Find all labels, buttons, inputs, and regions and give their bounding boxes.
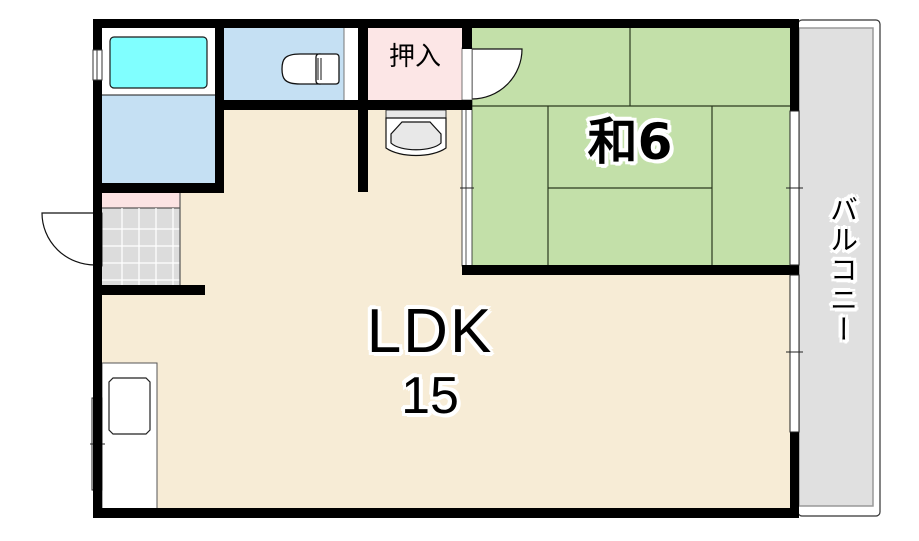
washitsu-room-label: 和6: [587, 113, 673, 171]
toilet-icon: [281, 53, 340, 85]
balcony: [797, 19, 881, 517]
door-swing-icon: [461, 47, 523, 101]
bathroom: [102, 28, 215, 183]
balcony-label: バルコニー: [826, 195, 859, 345]
bathtub: [109, 36, 208, 89]
walls: [93, 19, 799, 518]
ldk-room-label: LDK: [366, 297, 494, 366]
tatami-lines: [470, 28, 792, 266]
oshiire-label: 押入: [388, 42, 441, 72]
toilet-room: [224, 28, 356, 100]
washbasin-icon: [385, 109, 447, 157]
genkan: [102, 193, 181, 287]
ldk-room-size: 15: [401, 367, 459, 425]
kitchen-sink-icon: [90, 362, 158, 512]
oshiire-closet: [368, 28, 462, 100]
bath-window-icon: [92, 49, 103, 81]
washitsu-room: [460, 28, 792, 267]
floor-tiles: [102, 208, 180, 285]
balcony-window-icon: [786, 110, 803, 433]
